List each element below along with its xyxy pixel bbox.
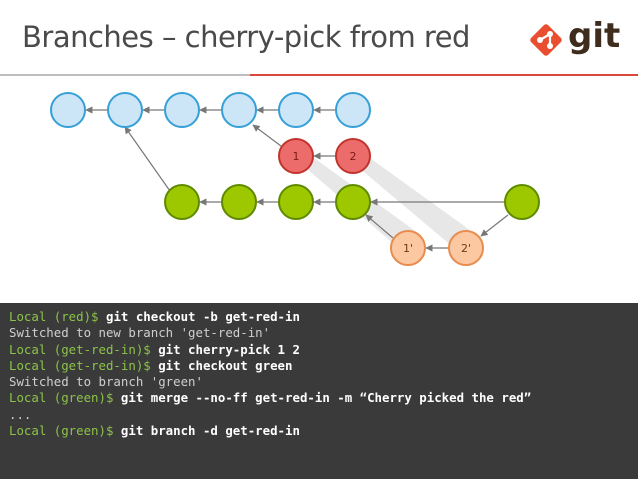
picked-commit-1 bbox=[390, 230, 426, 266]
page-title: Branches – cherry-pick from red bbox=[22, 20, 470, 54]
edge bbox=[252, 124, 282, 147]
blue-commit bbox=[107, 92, 143, 128]
green-merge-commit bbox=[504, 184, 540, 220]
picked-commit-2-label: 2' bbox=[461, 242, 471, 255]
blue-commit bbox=[164, 92, 200, 128]
cherry-pick-band-2 bbox=[349, 143, 474, 258]
title-rule-red bbox=[250, 74, 638, 76]
terminal-output: Switched to branch 'green' bbox=[9, 374, 203, 390]
git-diamond-icon bbox=[530, 24, 562, 56]
terminal-output: Switched to new branch 'get-red-in' bbox=[9, 325, 271, 341]
edge bbox=[480, 214, 509, 237]
green-commit bbox=[221, 184, 257, 220]
terminal-command: git checkout -b get-red-in bbox=[105, 309, 300, 324]
blue-commit bbox=[50, 92, 86, 128]
picked-commit-1-label: 1' bbox=[403, 242, 413, 255]
edge bbox=[365, 214, 394, 239]
red-commit-2 bbox=[335, 138, 371, 174]
blue-commit bbox=[335, 92, 371, 128]
edge bbox=[124, 126, 171, 192]
terminal-line: Local (red)$ git checkout -b get-red-in bbox=[9, 309, 638, 325]
terminal-prompt: Local (green)$ bbox=[9, 423, 121, 439]
title-rule-gray bbox=[0, 74, 250, 76]
terminal-line: Local (get-red-in)$ git cherry-pick 1 2 bbox=[9, 342, 638, 358]
git-logo: git bbox=[528, 16, 628, 64]
terminal-line: Local (green)$ git branch -d get-red-in bbox=[9, 423, 638, 439]
terminal-command: git checkout green bbox=[158, 357, 293, 373]
red-commit-1-label: 1 bbox=[293, 150, 300, 163]
blue-commit bbox=[221, 92, 257, 128]
terminal-panel: Local (red)$ git checkout -b get-red-in … bbox=[0, 303, 638, 479]
picked-commit-2 bbox=[448, 230, 484, 266]
green-commit bbox=[278, 184, 314, 220]
terminal-prompt: Local (get-red-in)$ bbox=[9, 357, 159, 373]
green-commit bbox=[164, 184, 200, 220]
terminal-command: git branch -d get-red-in bbox=[120, 423, 300, 439]
terminal-line: Local (get-red-in)$ git checkout green bbox=[9, 358, 638, 374]
blue-commit bbox=[278, 92, 314, 128]
terminal-prompt: Local (get-red-in)$ bbox=[9, 341, 159, 357]
terminal-line: Switched to new branch 'get-red-in' bbox=[9, 325, 638, 341]
terminal-line: Switched to branch 'green' bbox=[9, 374, 638, 390]
red-commit-2-label: 2 bbox=[350, 150, 357, 163]
terminal-line: ... bbox=[9, 407, 638, 423]
terminal-prompt: Local (red)$ bbox=[9, 309, 106, 324]
green-commit bbox=[335, 184, 371, 220]
terminal-line: Local (green)$ git merge --no-ff get-red… bbox=[9, 390, 638, 406]
red-commit-1 bbox=[278, 138, 314, 174]
terminal-prompt: Local (green)$ bbox=[9, 390, 121, 406]
terminal-command: git cherry-pick 1 2 bbox=[158, 341, 300, 357]
git-logo-text: git bbox=[568, 16, 621, 56]
terminal-output: ... bbox=[9, 406, 32, 422]
terminal-command: git merge --no-ff get-red-in -m “Cherry … bbox=[120, 390, 532, 406]
commit-graph: 1 2 1' 2' bbox=[50, 92, 540, 266]
